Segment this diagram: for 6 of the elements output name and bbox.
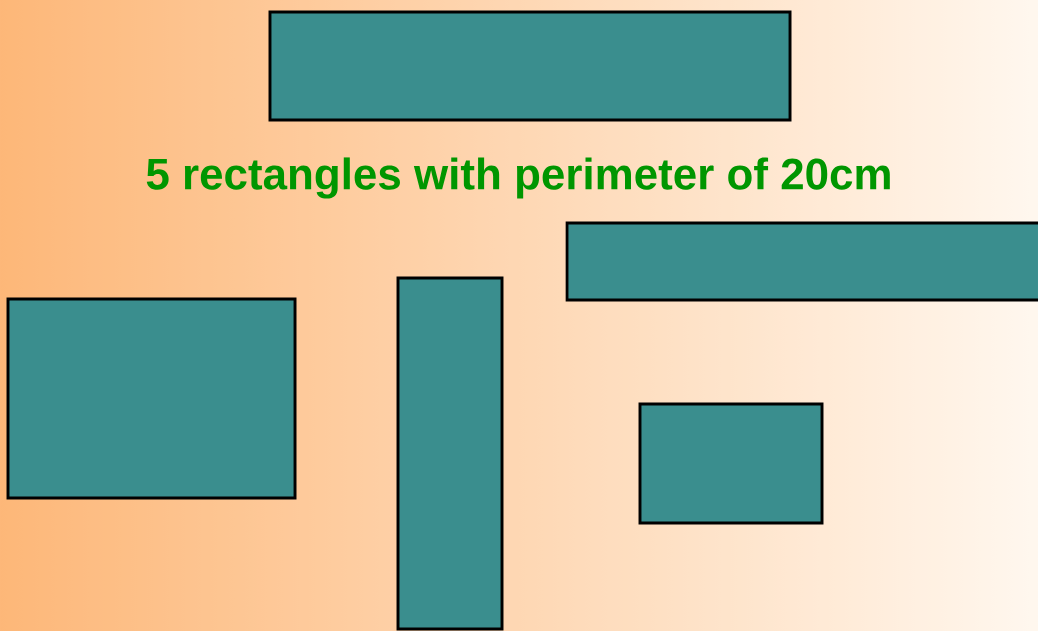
rectangle bbox=[565, 221, 1038, 302]
heading: 5 rectangles with perimeter of 20cm bbox=[146, 157, 890, 199]
rectangle bbox=[396, 276, 504, 631]
rectangle bbox=[638, 402, 824, 525]
rectangle bbox=[268, 10, 792, 122]
rectangle bbox=[6, 297, 297, 500]
